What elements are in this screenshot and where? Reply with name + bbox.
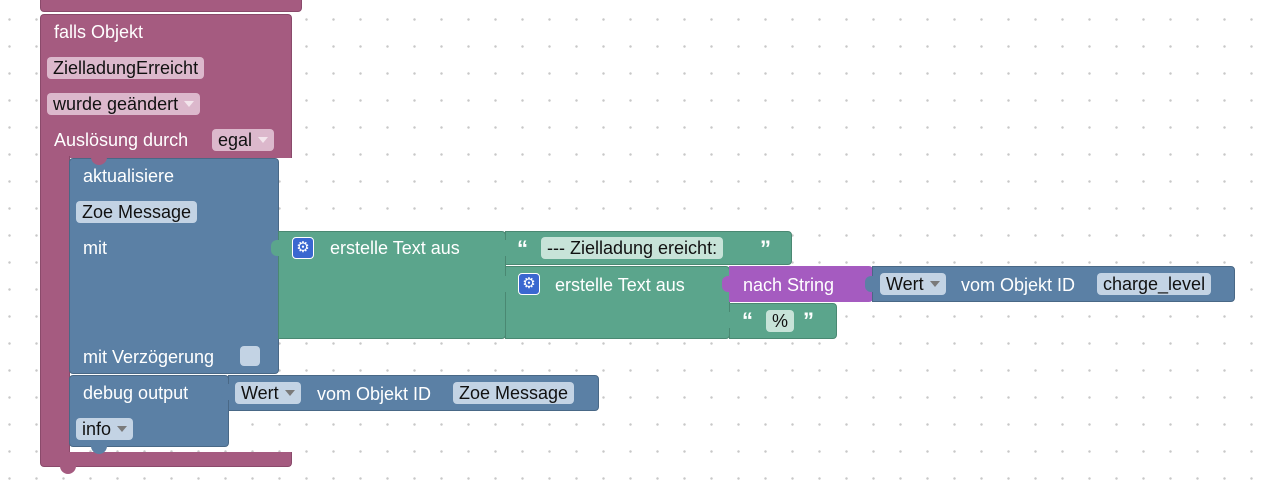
- text-join-outer-label: erstelle Text aus: [330, 238, 460, 258]
- debug-level-dropdown[interactable]: info: [76, 418, 134, 440]
- event-header-label: falls Objekt: [54, 22, 144, 42]
- text-literal-connector: [498, 240, 506, 256]
- debug-output-label: debug output: [83, 383, 189, 403]
- update-block-top-notch: [91, 157, 107, 165]
- chevron-down-icon: [258, 137, 269, 144]
- get-value-message-connector: [221, 384, 229, 400]
- object-id-label: vom Objekt ID: [961, 275, 1076, 295]
- trigger-dropdown-value: egal: [218, 130, 253, 150]
- debug-block-bottom-tab: [91, 446, 107, 454]
- condition-dropdown-value: wurde geändert: [53, 94, 179, 114]
- object-id-zoe-message[interactable]: Zoe Message: [453, 382, 575, 404]
- to-string-label: nach String: [743, 275, 835, 295]
- text-join-outer-connector: [271, 240, 279, 256]
- text-join-inner-label: erstelle Text aus: [555, 275, 685, 295]
- close-quote-icon: ”: [803, 308, 814, 333]
- gear-icon[interactable]: ⚙: [292, 237, 314, 259]
- delay-checkbox[interactable]: [240, 346, 260, 366]
- event-block-bottom[interactable]: [40, 452, 292, 467]
- chevron-down-icon: [284, 390, 295, 397]
- chevron-down-icon: [184, 101, 195, 108]
- object-id-charge-level[interactable]: charge_level: [1097, 273, 1212, 295]
- value-dropdown-text: Wert: [241, 383, 279, 403]
- trigger-label: Auslösung durch: [54, 130, 189, 150]
- object-id-label: vom Objekt ID: [317, 384, 432, 404]
- to-string-connector: [722, 276, 730, 292]
- update-object-block[interactable]: [69, 158, 279, 374]
- object-field-zielladung[interactable]: ZielladungErreicht: [47, 57, 205, 79]
- chevron-down-icon: [929, 281, 940, 288]
- previous-block-stub[interactable]: [40, 0, 302, 12]
- percent-text-connector: [722, 312, 730, 328]
- update-header-label: aktualisiere: [83, 166, 175, 186]
- close-quote-icon: ”: [760, 236, 771, 261]
- text-join-outer-block[interactable]: [278, 231, 506, 339]
- value-dropdown[interactable]: Wert: [880, 273, 946, 295]
- event-block-left-arm: [40, 156, 70, 456]
- condition-dropdown[interactable]: wurde geändert: [47, 93, 201, 115]
- open-quote-icon: “: [742, 308, 753, 333]
- chevron-down-icon: [117, 426, 128, 433]
- trigger-dropdown[interactable]: egal: [212, 129, 275, 151]
- event-block-bottom-tab: [60, 466, 76, 474]
- delay-label: mit Verzögerung: [83, 347, 215, 367]
- get-value-charge-connector: [865, 276, 873, 292]
- text-literal-value[interactable]: --- Zielladung ereicht:: [541, 237, 724, 259]
- with-label: mit: [83, 238, 107, 258]
- text-join-inner-block[interactable]: [505, 266, 730, 339]
- debug-level-value: info: [82, 419, 112, 439]
- text-join-inner-connector: [498, 276, 506, 292]
- to-string-block[interactable]: [729, 266, 873, 302]
- percent-text-value[interactable]: %: [766, 310, 795, 332]
- object-field-zoe-message[interactable]: Zoe Message: [76, 201, 198, 223]
- gear-icon[interactable]: ⚙: [518, 273, 540, 295]
- value-dropdown-text: Wert: [886, 274, 924, 294]
- value-dropdown[interactable]: Wert: [235, 382, 301, 404]
- open-quote-icon: “: [517, 236, 528, 261]
